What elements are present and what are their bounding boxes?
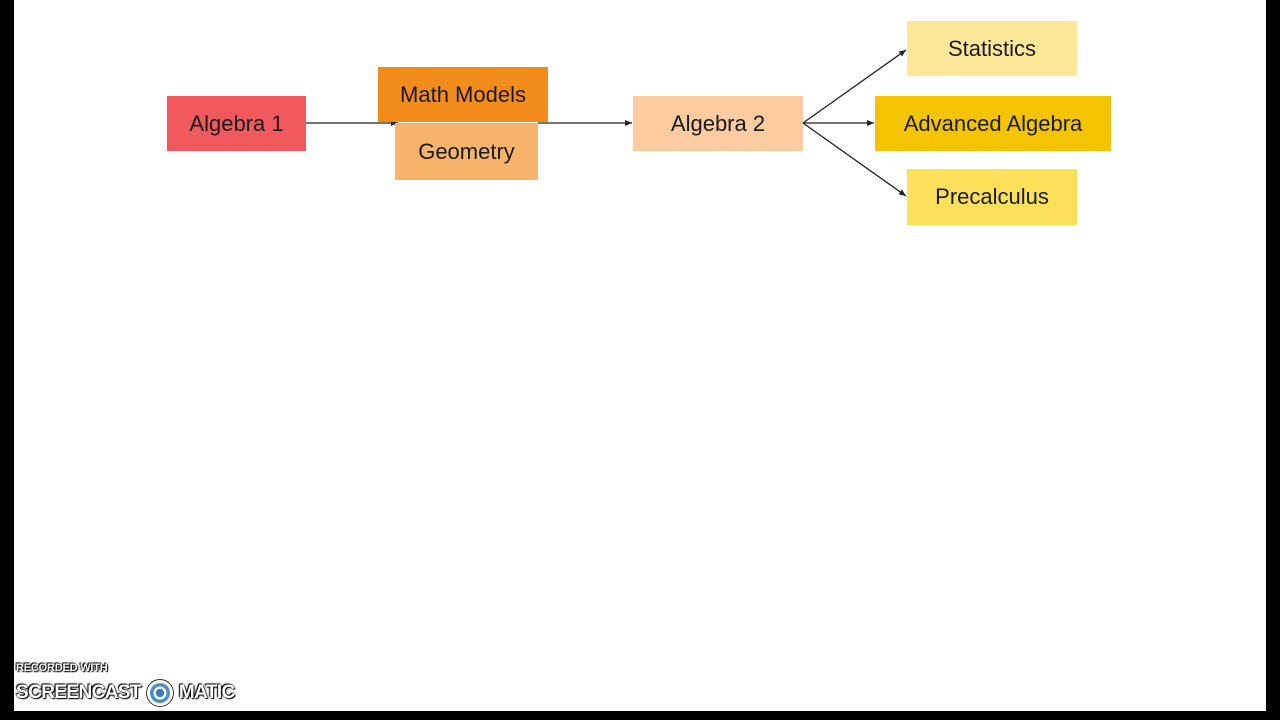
node-algebra-2: Algebra 2 — [633, 96, 803, 151]
screencast-o-matic-watermark: RECORDED WITH SCREENCAST MATIC — [16, 660, 246, 712]
node-precalculus: Precalculus — [907, 169, 1077, 225]
node-geometry: Geometry — [395, 123, 538, 180]
node-math-models: Math Models — [378, 67, 548, 122]
slide-canvas: Algebra 1 Geometry Math Models Algebra 2… — [14, 0, 1266, 711]
node-algebra-1: Algebra 1 — [167, 96, 306, 151]
watermark-recorded-with: RECORDED WITH — [16, 662, 108, 674]
watermark-brand-left: SCREENCAST — [16, 682, 142, 703]
screencast-o-matic-logo-icon — [145, 679, 174, 707]
connector-layer — [306, 49, 907, 197]
node-statistics: Statistics — [907, 21, 1077, 76]
watermark-brand: SCREENCAST MATIC — [16, 678, 235, 708]
edge-algebra2-to-precalculus — [802, 122, 907, 197]
watermark-brand-right: MATIC — [178, 682, 235, 703]
edge-algebra2-to-statistics — [802, 49, 907, 124]
node-advanced-algebra: Advanced Algebra — [875, 96, 1111, 151]
